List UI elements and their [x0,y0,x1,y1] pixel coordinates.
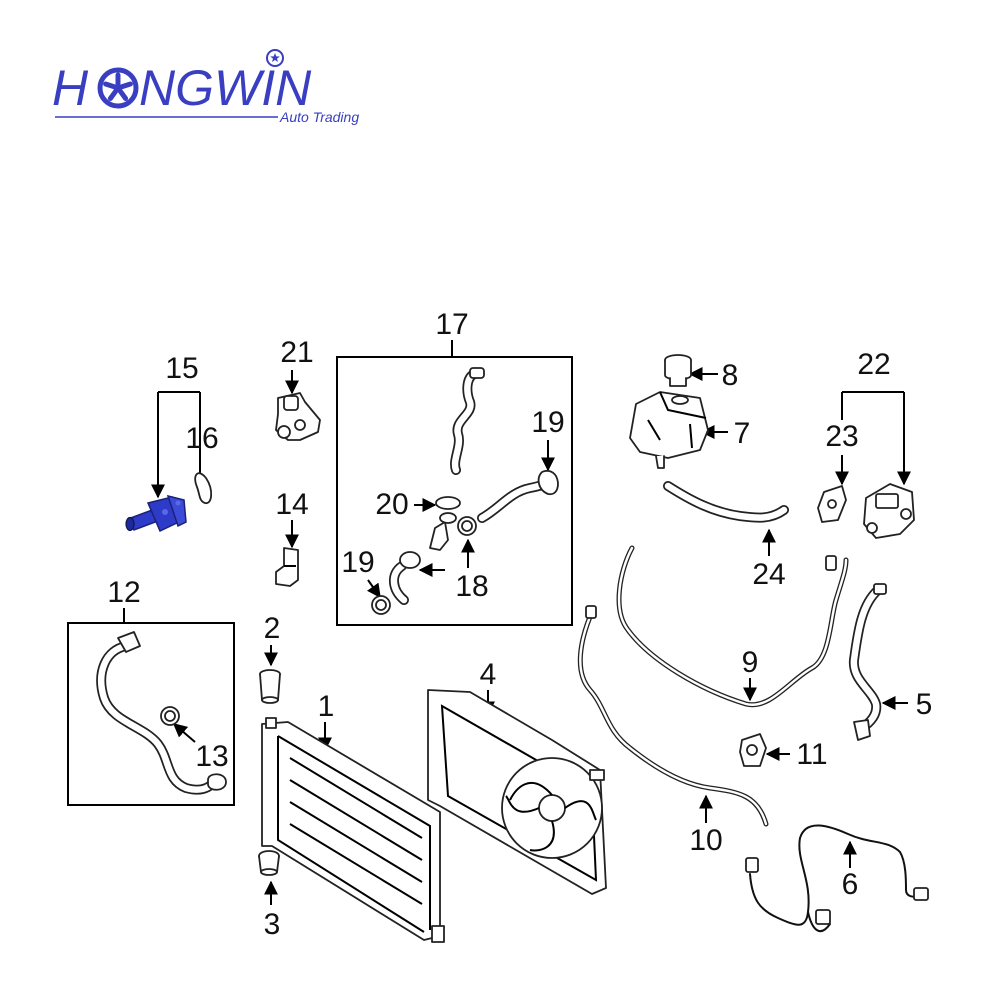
part-19-clamp-top[interactable] [537,469,559,496]
part-22-coolant-valve[interactable] [863,483,915,539]
part-3-radiator-isolator[interactable] [258,850,280,876]
part-9-coolant-pipe[interactable] [616,545,849,708]
callout-15: 15 [165,352,198,385]
callout-7: 7 [734,417,751,450]
group-box-17 [336,356,573,626]
callout-19-top: 19 [531,406,564,439]
callout-11: 11 [796,738,827,771]
part-14-bracket[interactable] [275,547,299,587]
callout-1: 1 [318,690,335,723]
part-8-reservoir-cap[interactable] [664,354,692,387]
logo-tagline: Auto Trading [279,109,359,125]
logo-letter-h: H [52,60,89,116]
part-11-clip[interactable] [739,733,767,767]
callout-24: 24 [752,558,785,591]
part-10-coolant-pipe[interactable] [577,605,769,827]
callout-3: 3 [264,908,281,941]
callout-17: 17 [435,308,468,341]
callout-22: 22 [857,348,890,381]
callout-20: 20 [375,488,408,521]
callout-18: 18 [455,570,488,603]
callout-8: 8 [722,359,739,392]
wheel-icon [97,67,139,109]
part-24-hose[interactable] [663,481,789,523]
part-18-clamp[interactable] [457,516,477,536]
part-16-gasket[interactable] [194,472,213,504]
part-13-clamp[interactable] [160,706,180,726]
part-6-wiring-harness[interactable] [745,824,929,933]
callout-14: 14 [275,488,308,521]
callout-labels: 15 16 21 14 17 19 20 18 19 8 7 22 23 24 … [107,308,932,941]
star-icon [266,49,284,67]
part-20-clamp[interactable] [435,496,461,510]
part-15-thermostat-housing[interactable] [125,494,187,533]
part-21-bracket[interactable] [275,392,321,441]
callout-19-bottom: 19 [341,546,374,579]
callout-2: 2 [264,612,281,645]
logo-wordmark: NGWIN [139,60,312,116]
part-17-hose-assembly[interactable] [389,367,555,605]
part-12-hose-assembly[interactable] [96,631,227,795]
part-23-gasket[interactable] [817,485,847,523]
callout-13: 13 [195,740,228,773]
callout-5: 5 [916,688,933,721]
callout-4: 4 [480,658,497,691]
part-19-clamp-bottom[interactable] [371,595,391,615]
brand-logo: H NGWIN Auto Trading [52,49,359,125]
callout-23: 23 [825,420,858,453]
callout-12: 12 [107,576,140,609]
callout-9: 9 [742,646,759,679]
part-1-radiator[interactable] [261,717,445,943]
leader-lines [123,340,911,905]
part-4-fan-shroud[interactable] [427,689,607,895]
callout-6: 6 [842,868,859,901]
part-7-coolant-reservoir[interactable] [629,391,709,469]
callout-16: 16 [185,422,218,455]
callout-10: 10 [689,824,722,857]
part-2-radiator-mount[interactable] [259,669,281,704]
callout-21: 21 [280,336,313,369]
group-box-12 [67,622,235,806]
part-5-hose[interactable] [848,583,887,741]
